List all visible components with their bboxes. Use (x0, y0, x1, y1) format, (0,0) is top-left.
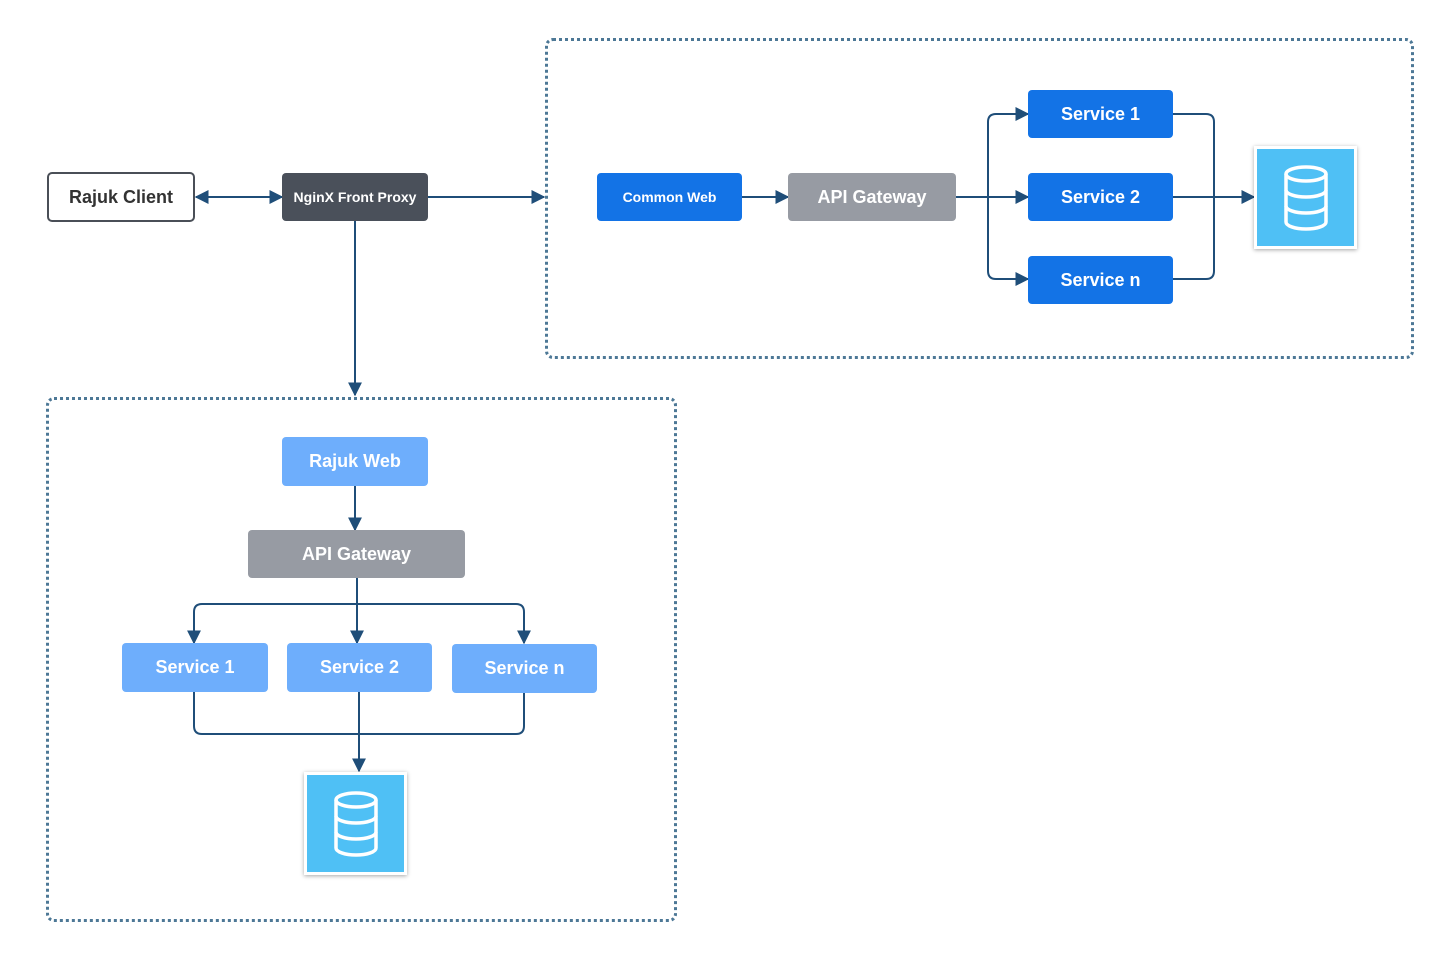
rajuk-api-gateway-label: API Gateway (301, 543, 412, 564)
common-api-gateway-node[interactable]: API Gateway (788, 173, 956, 221)
common-service-2-node[interactable]: Service 2 (1028, 173, 1173, 221)
common-sn-merge (1173, 197, 1215, 280)
nginx-front-proxy-node[interactable]: NginX Front Proxy (282, 173, 428, 221)
rajuk-sn-merge (359, 693, 525, 735)
rajuk-service-2-node[interactable]: Service 2 (287, 643, 432, 692)
rajuk-s1-merge (193, 692, 359, 735)
common-gateway-s1-link (987, 107, 1030, 197)
rajuk-api-gateway-node[interactable]: API Gateway (248, 530, 465, 578)
database-icon (1283, 164, 1328, 231)
common-gateway-sn-link (987, 197, 1030, 286)
rajuk-client-label: Rajuk Client (68, 186, 174, 207)
common-service-1-node[interactable]: Service 1 (1028, 90, 1173, 138)
common-api-gateway-label: API Gateway (817, 186, 927, 207)
common-database-node[interactable] (1254, 146, 1357, 249)
rajuk-database-node[interactable] (304, 772, 407, 875)
rajuk-service-1-label: Service 1 (155, 657, 235, 677)
rajuk-service-n-node[interactable]: Service n (452, 644, 597, 693)
rajuk-service-2-label: Service 2 (319, 657, 400, 677)
rajuk-gateway-s1-link (187, 603, 357, 645)
common-service-n-label: Service n (1060, 269, 1141, 290)
rajuk-web-label: Rajuk Web (309, 451, 401, 471)
common-service-n-node[interactable]: Service n (1028, 256, 1173, 304)
rajuk-web-node[interactable]: Rajuk Web (282, 437, 428, 486)
nginx-front-proxy-label: NginX Front Proxy (293, 189, 417, 205)
common-s1-merge (1173, 113, 1215, 197)
rajuk-services-group (46, 397, 677, 922)
database-icon (333, 790, 378, 857)
rajuk-client-node[interactable]: Rajuk Client (47, 172, 195, 222)
rajuk-service-1-node[interactable]: Service 1 (122, 643, 268, 692)
common-service-1-label: Service 1 (1060, 103, 1141, 124)
rajuk-service-n-label: Service n (484, 658, 565, 678)
common-services-group (545, 38, 1414, 359)
common-service-2-label: Service 2 (1060, 186, 1141, 207)
common-web-label: Common Web (622, 189, 717, 205)
rajuk-gateway-sn-link (357, 603, 531, 645)
common-web-node[interactable]: Common Web (597, 173, 742, 221)
